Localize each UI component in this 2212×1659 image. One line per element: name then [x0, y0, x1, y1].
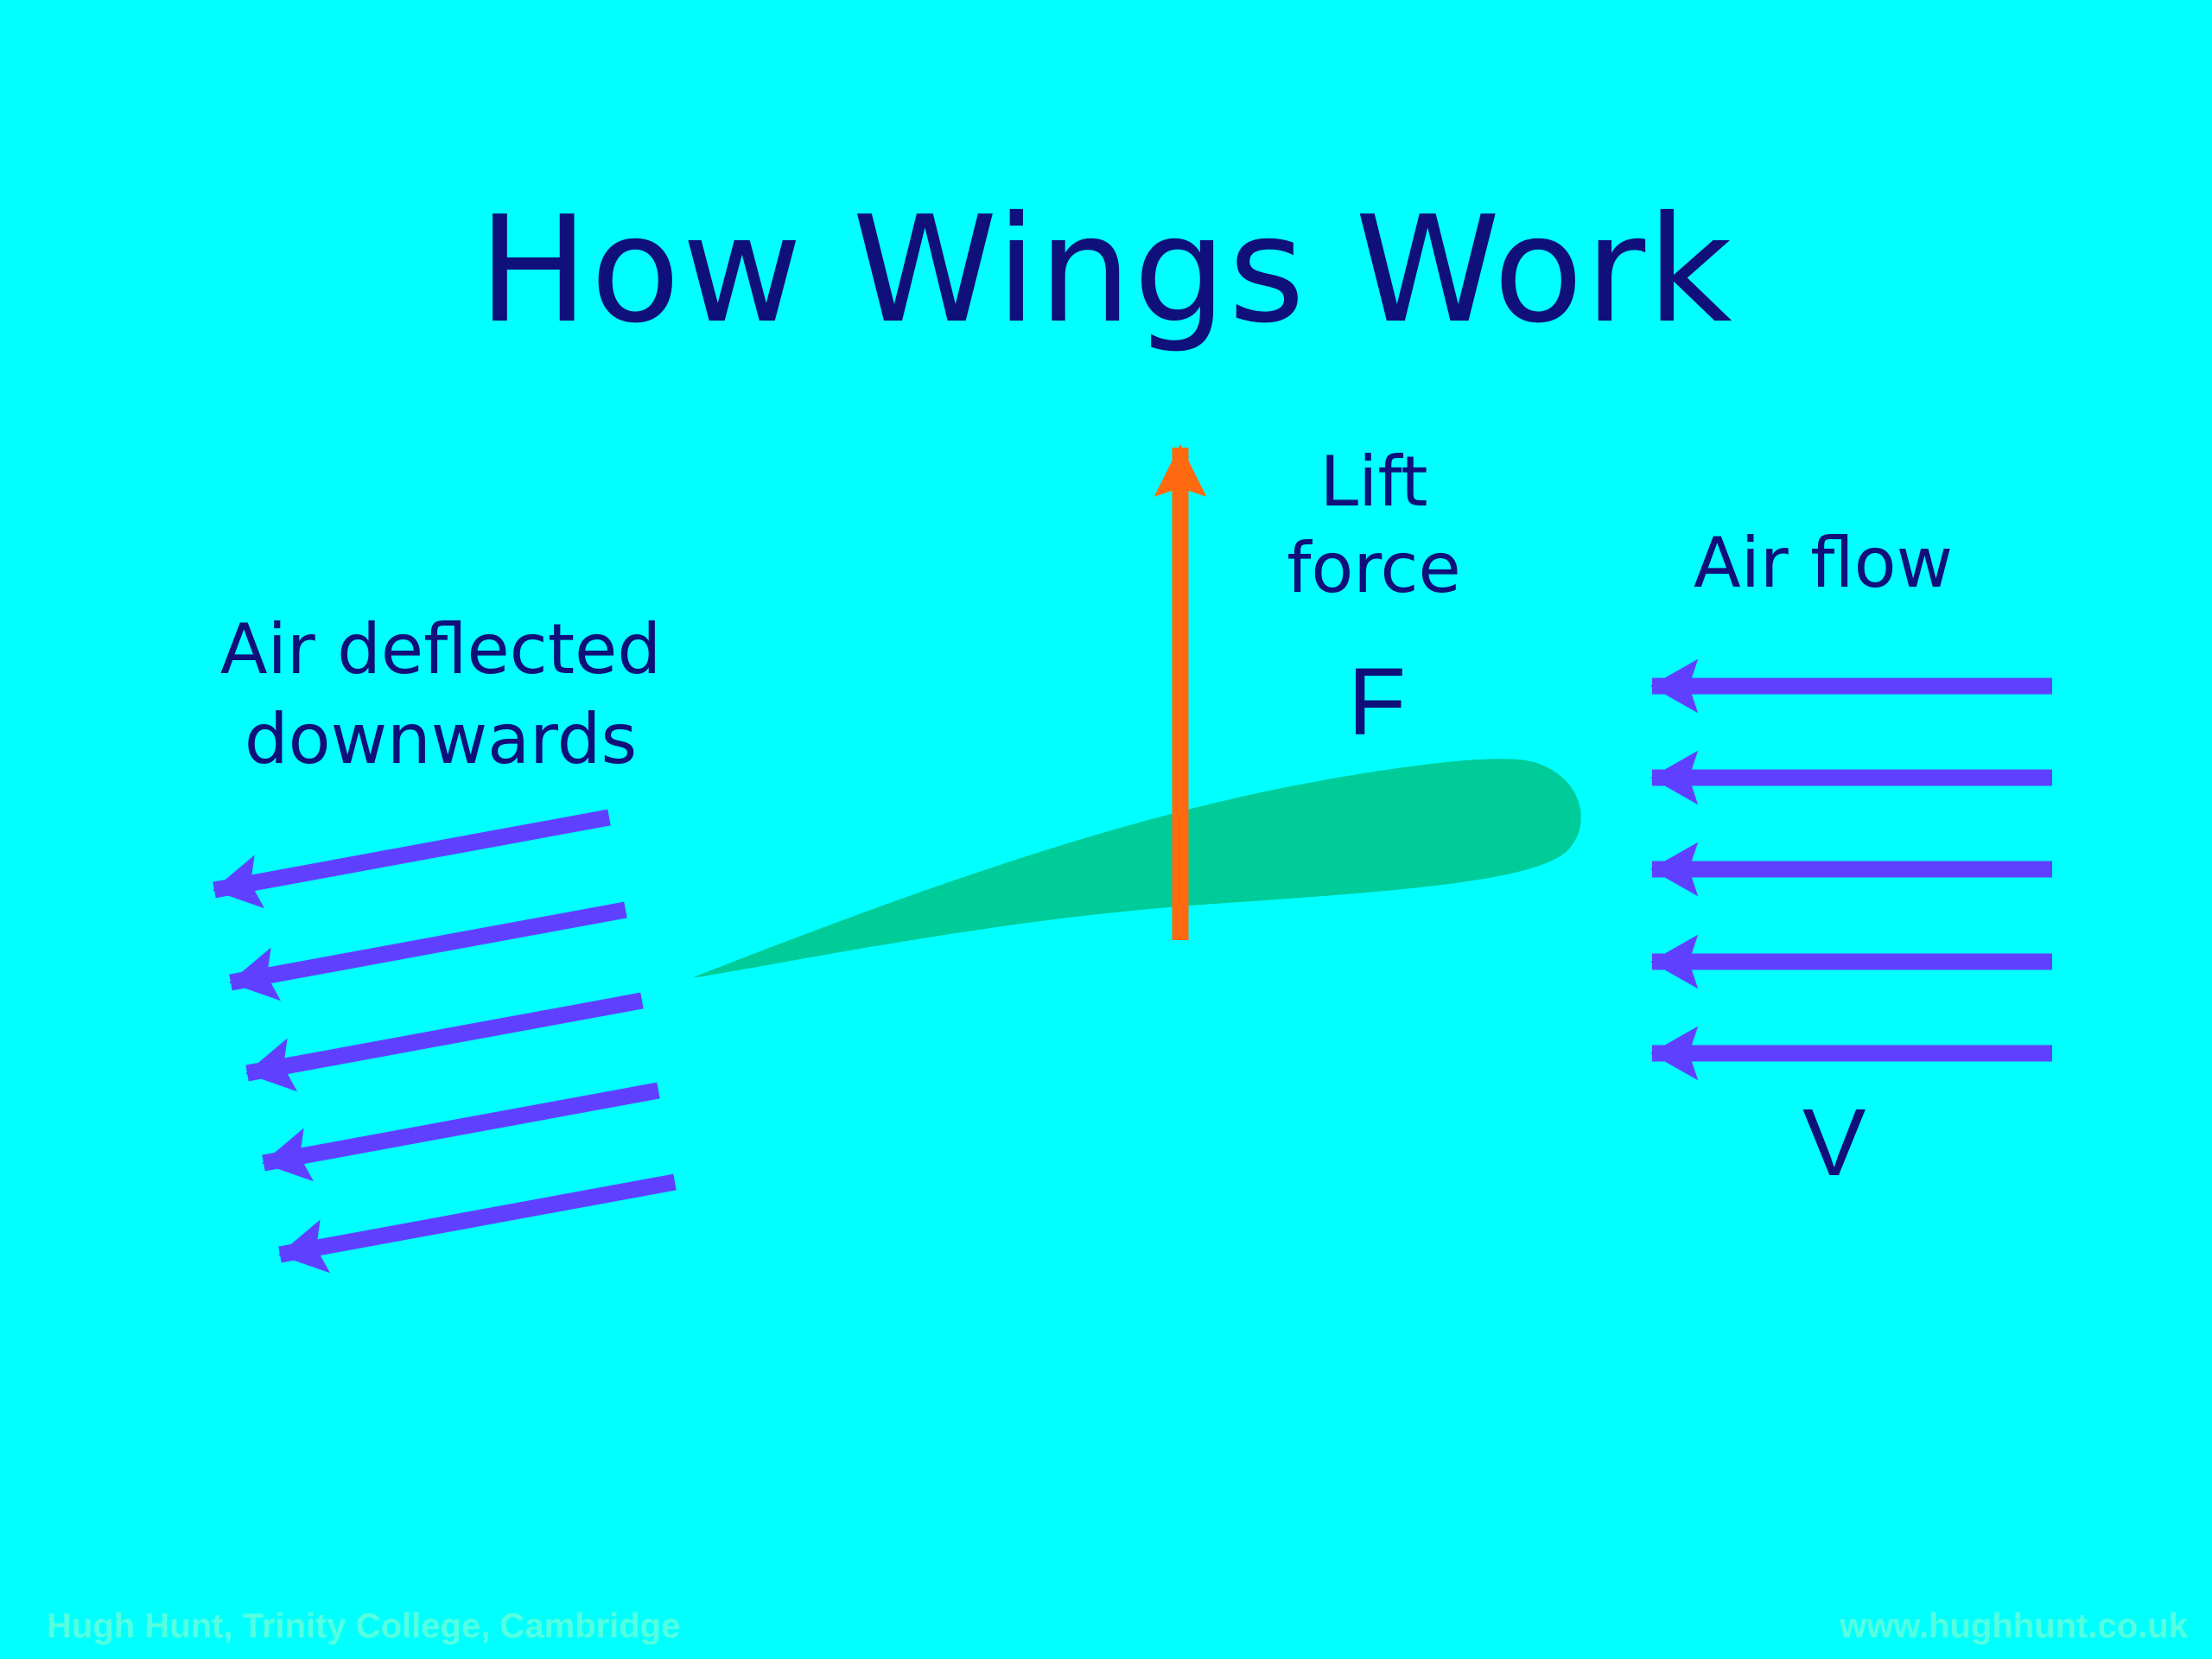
deflected-air-arrow — [278, 1173, 677, 1274]
air-flow-arrows — [1650, 658, 2052, 1081]
deflected-air-arrow — [229, 901, 627, 1001]
lift-force-label-line1: Lift — [1319, 442, 1428, 522]
force-symbol: F — [1348, 649, 1407, 755]
wing-airfoil — [694, 759, 1581, 978]
deflected-air-label-line1: Air deflected — [219, 609, 662, 690]
footer-credit: Hugh Hunt, Trinity College, Cambridge — [47, 1607, 681, 1645]
lift-force-label-line2: force — [1287, 528, 1461, 608]
deflected-air-arrow — [213, 809, 611, 909]
velocity-symbol: V — [1802, 1090, 1866, 1196]
air-flow-label: Air flow — [1693, 523, 1954, 603]
deflected-air-arrow — [262, 1082, 660, 1182]
footer-website: www.hughhunt.co.uk — [1840, 1607, 2188, 1645]
deflected-air-arrow — [245, 992, 644, 1092]
lift-force-label: Lift force — [1227, 439, 1521, 612]
deflected-air-arrows — [213, 809, 677, 1274]
page-title: How Wings Work — [478, 185, 1734, 356]
deflected-air-label-line2: downwards — [244, 699, 638, 779]
deflected-air-label: Air deflected downwards — [156, 605, 726, 785]
